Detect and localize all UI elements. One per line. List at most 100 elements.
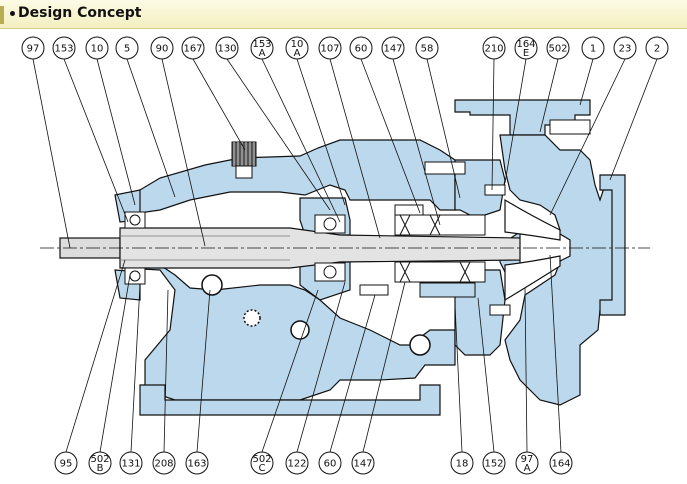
bottom-leader-line [454,304,463,453]
top-part-label: 23 [613,36,637,60]
label-circle [415,36,439,60]
label-circle [52,36,76,60]
label-number: 130 [217,44,236,55]
label-number: 147 [353,459,372,470]
top-leader-line [579,58,594,106]
label-number: 164 [516,39,535,50]
rear-bearing [124,211,146,285]
top-part-label: 153 [52,36,76,60]
section-header: Design Concept [0,0,687,29]
top-leader-line [226,58,331,211]
label-circle [54,451,78,475]
bottom-part-label: 18 [450,451,474,475]
top-leader-line [96,58,136,206]
top-part-label: 147 [381,36,405,60]
label-circle [318,451,342,475]
label-number: 2 [654,44,660,55]
top-leader-line [261,58,341,223]
top-leader-line [426,58,461,199]
label-circle [515,451,539,475]
bottom-part-label: 60 [318,451,342,475]
top-leader-line [296,58,346,206]
bottom-leader-line [261,289,319,453]
section-title: Design Concept [18,5,142,21]
label-circle [351,451,375,475]
top-part-label: 10 [85,36,109,60]
bottom-leader-line [296,281,346,453]
label-suffix: E [523,48,529,59]
top-leader-line [63,58,129,223]
label-number: 58 [421,44,434,55]
top-part-label: 60 [349,36,373,60]
top-leader-line [504,58,527,184]
label-number: 210 [484,44,503,55]
label-circle [185,451,209,475]
top-part-label: 1 [581,36,605,60]
bottom-leader-line [549,254,562,453]
top-part-label: 2 [645,36,669,60]
label-suffix: C [259,463,266,474]
label-circle [88,451,112,475]
label-circle [21,36,45,60]
label-circle [613,36,637,60]
label-circle [482,451,506,475]
top-part-label: 97 [21,36,45,60]
breather-plug [231,141,257,179]
bottom-part-label: 122 [285,451,309,475]
top-leader-line [126,58,176,198]
leader-lines [32,58,658,453]
label-suffix: A [294,48,301,59]
label-circle [119,451,143,475]
label-number: 107 [320,44,339,55]
bottom-leader-line [99,274,131,453]
label-number: 1 [590,44,596,55]
label-number: 90 [156,44,169,55]
label-circle [482,36,506,60]
top-part-label: 5 [115,36,139,60]
bottom-part-label: 131 [119,451,143,475]
top-leader-line [491,58,495,191]
label-number: 60 [324,459,337,470]
top-part-label: 130 [215,36,239,60]
label-number: 60 [355,44,368,55]
impeller-lower [504,255,561,302]
bottom-leader-line [362,281,406,453]
label-circle [150,36,174,60]
label-circle [115,36,139,60]
front-bearing [314,214,346,282]
label-circle [514,36,538,60]
top-leader-line [360,58,421,214]
label-circle [250,451,274,475]
bottom-leader-line [329,294,376,453]
label-circle [349,36,373,60]
label-circle [215,36,239,60]
bottom-part-label: 164 [549,451,573,475]
top-part-label: 90 [150,36,174,60]
label-circle [181,36,205,60]
label-circle [549,451,573,475]
shaft [59,227,571,269]
bottom-part-label: 152 [482,451,506,475]
label-number: 208 [154,459,173,470]
bottom-leader-line [65,259,126,453]
label-circle [381,36,405,60]
label-number: 502 [252,454,271,465]
bottom-part-label: 208 [152,451,176,475]
bolts [359,119,591,316]
label-number: 167 [183,44,202,55]
label-number: 131 [121,459,140,470]
label-number: 502 [90,454,109,465]
sight-glasses [201,274,431,356]
label-number: 153 [54,44,73,55]
top-leader-line [161,58,206,247]
impeller-upper [504,198,561,241]
bottom-leader-line [524,287,528,453]
bottom-part-label: 95 [54,451,78,475]
label-number: 10 [91,44,104,55]
bottom-leader-line [196,289,211,453]
top-leader-line [549,58,626,216]
